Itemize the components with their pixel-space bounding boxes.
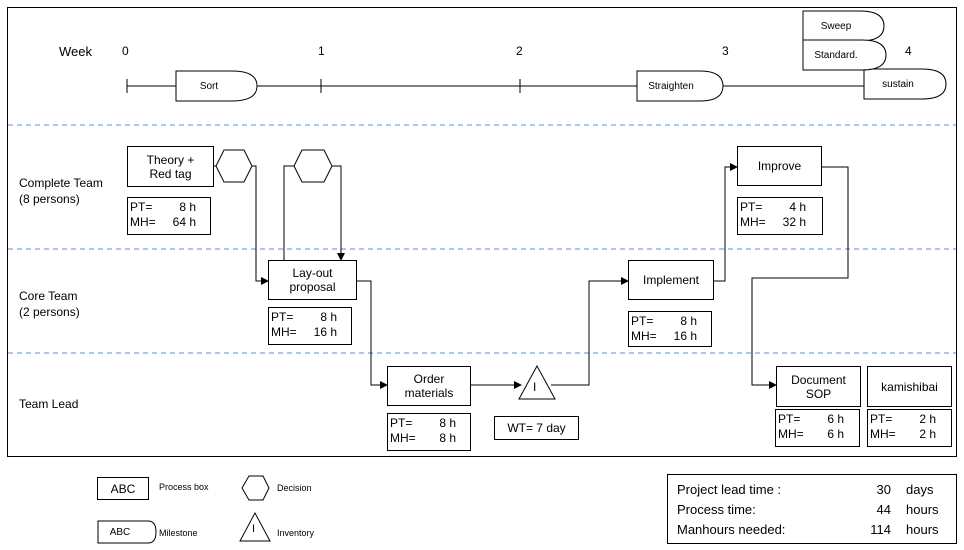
inventory-symbol: I [533, 380, 537, 394]
pt-label: PT= [130, 200, 153, 214]
lane-label-complete-team: Complete Team (8 persons) [19, 176, 103, 206]
lane-label-core-team: Core Team (2 persons) [19, 289, 80, 319]
legend-inventory-symbol: I [252, 523, 256, 535]
process-document-sop: Document SOP [776, 366, 861, 407]
mh-label: MH= [870, 427, 896, 441]
legend-decision-label: Decision [277, 483, 312, 493]
legend-milestone-shape [97, 520, 157, 544]
inventory-wait-time: WT= 7 day [494, 416, 579, 440]
summary-unit: hours [906, 502, 939, 517]
decision-hexagon [215, 149, 253, 183]
mh-value: 8 h [439, 431, 456, 445]
process-kamishibai: kamishibai [867, 366, 952, 407]
process-order-data: PT= 8 h MH= 8 h [387, 413, 471, 451]
legend-milestone-sample: ABC [109, 526, 131, 538]
pt-label: PT= [271, 310, 294, 324]
pt-value: 8 h [439, 416, 456, 430]
legend-process-label: Process box [159, 482, 209, 492]
summary-label: Process time: [677, 502, 756, 517]
pt-label: PT= [870, 412, 893, 426]
pt-value: 8 h [179, 200, 196, 214]
legend-milestone-label: Milestone [159, 528, 198, 538]
process-improve-data: PT= 4 h MH= 32 h [737, 197, 823, 235]
mh-label: MH= [390, 431, 416, 445]
mh-label: MH= [740, 215, 766, 229]
legend-process-box: ABC [97, 477, 149, 500]
process-improve: Improve [737, 146, 822, 186]
legend-decision-shape [241, 475, 270, 501]
pt-label: PT= [778, 412, 801, 426]
milestone-sustain: sustain [882, 78, 914, 90]
pt-value: 2 h [919, 412, 936, 426]
process-document-data: PT= 6 h MH= 6 h [775, 409, 860, 447]
connector-inventory-to-implement [551, 277, 629, 386]
mh-value: 16 h [313, 325, 337, 339]
pt-value: 8 h [320, 310, 337, 324]
mh-value: 64 h [172, 215, 196, 229]
timeline-tick-label: 0 [122, 44, 129, 58]
pt-label: PT= [740, 200, 763, 214]
process-theory-red-tag: Theory + Red tag [127, 146, 214, 187]
connector-implement-to-improve [714, 163, 738, 282]
summary-value: 44 [876, 502, 891, 517]
connector-decision-to-layout [332, 165, 345, 261]
mh-value: 6 h [827, 427, 844, 441]
mh-label: MH= [130, 215, 156, 229]
milestone-standard: Standard. [814, 49, 858, 61]
process-layout-proposal: Lay-out proposal [268, 260, 357, 300]
summary-unit: days [906, 482, 934, 497]
pt-value: 6 h [827, 412, 844, 426]
milestone-sweep: Sweep [820, 20, 852, 32]
mh-label: MH= [631, 329, 657, 343]
mh-label: MH= [271, 325, 297, 339]
inventory-triangle [518, 364, 556, 400]
milestone-sustain-shape [863, 68, 947, 100]
timeline-tick-label: 2 [516, 44, 523, 58]
milestone-straighten: Straighten [648, 80, 694, 92]
process-implement-data: PT= 8 h MH= 16 h [628, 311, 712, 347]
connector-layout-to-decision [283, 165, 294, 260]
connector-layout-to-order [357, 280, 388, 389]
milestone-straighten-shape [636, 70, 724, 102]
timeline-label: Week [59, 44, 92, 59]
connector-theory-to-layout [252, 165, 269, 285]
process-implement: Implement [628, 260, 714, 300]
summary-value: 114 [870, 522, 891, 537]
mh-value: 2 h [919, 427, 936, 441]
pt-value: 4 h [789, 200, 806, 214]
pt-label: PT= [390, 416, 413, 430]
lane-label-team-lead: Team Lead [19, 397, 79, 411]
timeline-tick-label: 1 [318, 44, 325, 58]
timeline-tick-label: 3 [722, 44, 729, 58]
summary-label: Project lead time : [677, 482, 782, 497]
summary-value: 30 [876, 482, 891, 497]
connector-improve-to-document [751, 166, 849, 389]
summary-label: Manhours needed: [677, 522, 786, 537]
process-theory-data: PT= 8 h MH= 64 h [127, 197, 211, 235]
process-layout-data: PT= 8 h MH= 16 h [268, 307, 352, 345]
process-order-materials: Order materials [387, 366, 471, 406]
pt-label: PT= [631, 314, 654, 328]
diagram-frame [7, 7, 957, 457]
process-kamishibai-data: PT= 2 h MH= 2 h [867, 409, 952, 447]
legend-inventory-shape [239, 511, 271, 542]
summary-unit: hours [906, 522, 939, 537]
mh-value: 32 h [782, 215, 806, 229]
milestone-sort: Sort [199, 80, 219, 92]
milestone-sort-shape [175, 70, 258, 102]
pt-value: 8 h [680, 314, 697, 328]
decision-hexagon [293, 149, 333, 183]
milestone-standard-shape [802, 39, 887, 71]
mh-label: MH= [778, 427, 804, 441]
mh-value: 16 h [673, 329, 697, 343]
project-summary: Project lead time : 30 days Process time… [667, 474, 957, 544]
legend-inventory-label: Inventory [277, 528, 315, 538]
timeline-tick-label: 4 [905, 44, 912, 58]
